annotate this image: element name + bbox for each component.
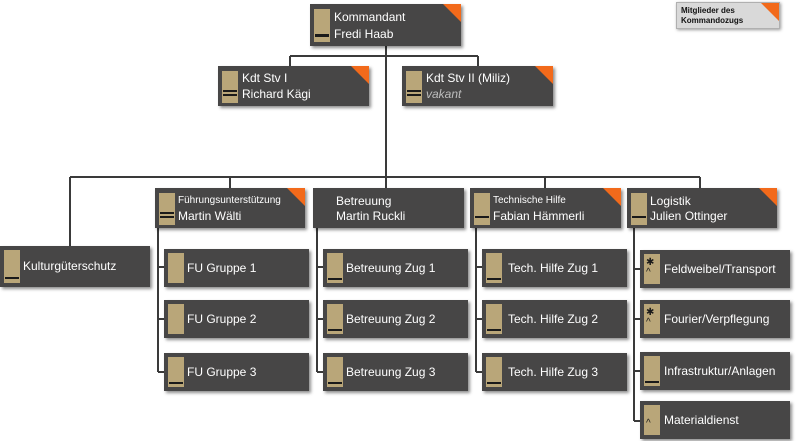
accent-corner-icon (603, 188, 621, 206)
accent-corner-icon (351, 66, 369, 84)
rank-insignia-icon (327, 357, 343, 387)
deputy-1-name: Richard Kägi (242, 87, 311, 101)
tech-hilfe-zug-1-card[interactable]: Tech. Hilfe Zug 1 (482, 249, 627, 287)
dept-logistik-title: Logistik (650, 194, 691, 208)
betreuung-zug-1-card[interactable]: Betreuung Zug 1 (323, 249, 468, 287)
dept-logistik-card[interactable]: Logistik Julien Ottinger (627, 188, 777, 228)
rank-insignia-icon: ^ (644, 405, 660, 435)
fu-group-1-card[interactable]: FU Gruppe 1 (164, 249, 309, 287)
fu-group-3-card[interactable]: FU Gruppe 3 (164, 353, 309, 391)
dept-technik-title: Technische Hilfe (493, 195, 566, 206)
rank-insignia-icon (159, 193, 175, 225)
rank-insignia-icon: ✱ ^ (644, 254, 660, 284)
tech-hilfe-zug-3-card[interactable]: Tech. Hilfe Zug 3 (482, 353, 627, 391)
deputy-1-title: Kdt Stv I (242, 71, 288, 85)
dept-fu-title: Führungsunterstützung (178, 195, 281, 206)
dept-fu-name: Martin Wälti (178, 209, 242, 223)
rank-insignia-icon (474, 193, 490, 225)
tech-hilfe-zug-3-label: Tech. Hilfe Zug 3 (508, 365, 599, 379)
legend-kommandozug: Mitglieder des Kommandozugs (676, 2, 780, 29)
betreuung-zug-3-label: Betreuung Zug 3 (346, 365, 436, 379)
rank-insignia-icon (486, 357, 502, 387)
deputy-2-card[interactable]: Kdt Stv II (Miliz) vakant (402, 66, 553, 106)
rank-insignia-icon (4, 250, 20, 283)
infrastruktur-anlagen-label: Infrastruktur/Anlagen (664, 364, 776, 378)
dept-technik-card[interactable]: Technische Hilfe Fabian Hämmerli (470, 188, 621, 228)
betreuung-zug-2-card[interactable]: Betreuung Zug 2 (323, 300, 468, 338)
dept-fu-card[interactable]: Führungsunterstützung Martin Wälti (155, 188, 305, 228)
rank-insignia-icon (314, 9, 330, 42)
tech-hilfe-zug-1-label: Tech. Hilfe Zug 1 (508, 261, 599, 275)
feldweibel-transport-label: Feldweibel/Transport (664, 262, 776, 276)
feldweibel-transport-card[interactable]: ✱ ^ Feldweibel/Transport (640, 250, 790, 288)
dept-betreuung-name: Martin Ruckli (336, 209, 406, 223)
rank-insignia-icon (644, 356, 660, 386)
deputy-2-title: Kdt Stv II (Miliz) (426, 71, 511, 85)
accent-corner-icon (287, 188, 305, 206)
materialdienst-card[interactable]: ^ Materialdienst (640, 401, 790, 439)
commander-title: Kommandant (334, 10, 406, 24)
rank-insignia-icon (168, 357, 184, 387)
fu-group-2-label: FU Gruppe 2 (187, 312, 257, 326)
betreuung-zug-3-card[interactable]: Betreuung Zug 3 (323, 353, 468, 391)
dept-kultur-title: Kulturgüterschutz (23, 259, 117, 273)
betreuung-zug-1-label: Betreuung Zug 1 (346, 261, 436, 275)
dept-kulturgueterschutz-card[interactable]: Kulturgüterschutz (0, 246, 150, 287)
dept-betreuung-title: Betreuung (336, 194, 392, 208)
legend-label: Mitglieder des Kommandozugs (681, 6, 744, 25)
deputy-2-name: vakant (426, 87, 462, 101)
accent-corner-icon (759, 188, 777, 206)
fourier-verpflegung-label: Fourier/Verpflegung (664, 312, 770, 326)
accent-corner-icon (761, 3, 779, 21)
dept-logistik-name: Julien Ottinger (650, 209, 728, 223)
tech-hilfe-zug-2-label: Tech. Hilfe Zug 2 (508, 312, 599, 326)
rank-insignia-icon (168, 304, 184, 334)
rank-insignia-icon (486, 253, 502, 283)
fu-group-3-label: FU Gruppe 3 (187, 365, 257, 379)
betreuung-zug-2-label: Betreuung Zug 2 (346, 312, 436, 326)
infrastruktur-anlagen-card[interactable]: Infrastruktur/Anlagen (640, 352, 790, 390)
fu-group-1-label: FU Gruppe 1 (187, 261, 257, 275)
commander-card[interactable]: Kommandant Fredi Haab (310, 4, 461, 46)
rank-insignia-icon (168, 253, 184, 283)
rank-insignia-icon (327, 253, 343, 283)
rank-insignia-icon (222, 71, 238, 103)
tech-hilfe-zug-2-card[interactable]: Tech. Hilfe Zug 2 (482, 300, 627, 338)
rank-insignia-icon (406, 71, 422, 103)
dept-betreuung-card[interactable]: Betreuung Martin Ruckli (313, 188, 464, 228)
accent-corner-icon (535, 66, 553, 84)
fourier-verpflegung-card[interactable]: ✱ ^ Fourier/Verpflegung (640, 300, 790, 338)
fu-group-2-card[interactable]: FU Gruppe 2 (164, 300, 309, 338)
rank-insignia-icon (486, 304, 502, 334)
commander-name: Fredi Haab (334, 27, 394, 41)
dept-technik-name: Fabian Hämmerli (493, 209, 585, 223)
rank-insignia-icon (327, 304, 343, 334)
materialdienst-label: Materialdienst (664, 413, 739, 427)
deputy-1-card[interactable]: Kdt Stv I Richard Kägi (218, 66, 369, 106)
rank-insignia-icon (631, 193, 647, 225)
rank-insignia-icon: ✱ ^ (644, 304, 660, 334)
accent-corner-icon (443, 4, 461, 22)
